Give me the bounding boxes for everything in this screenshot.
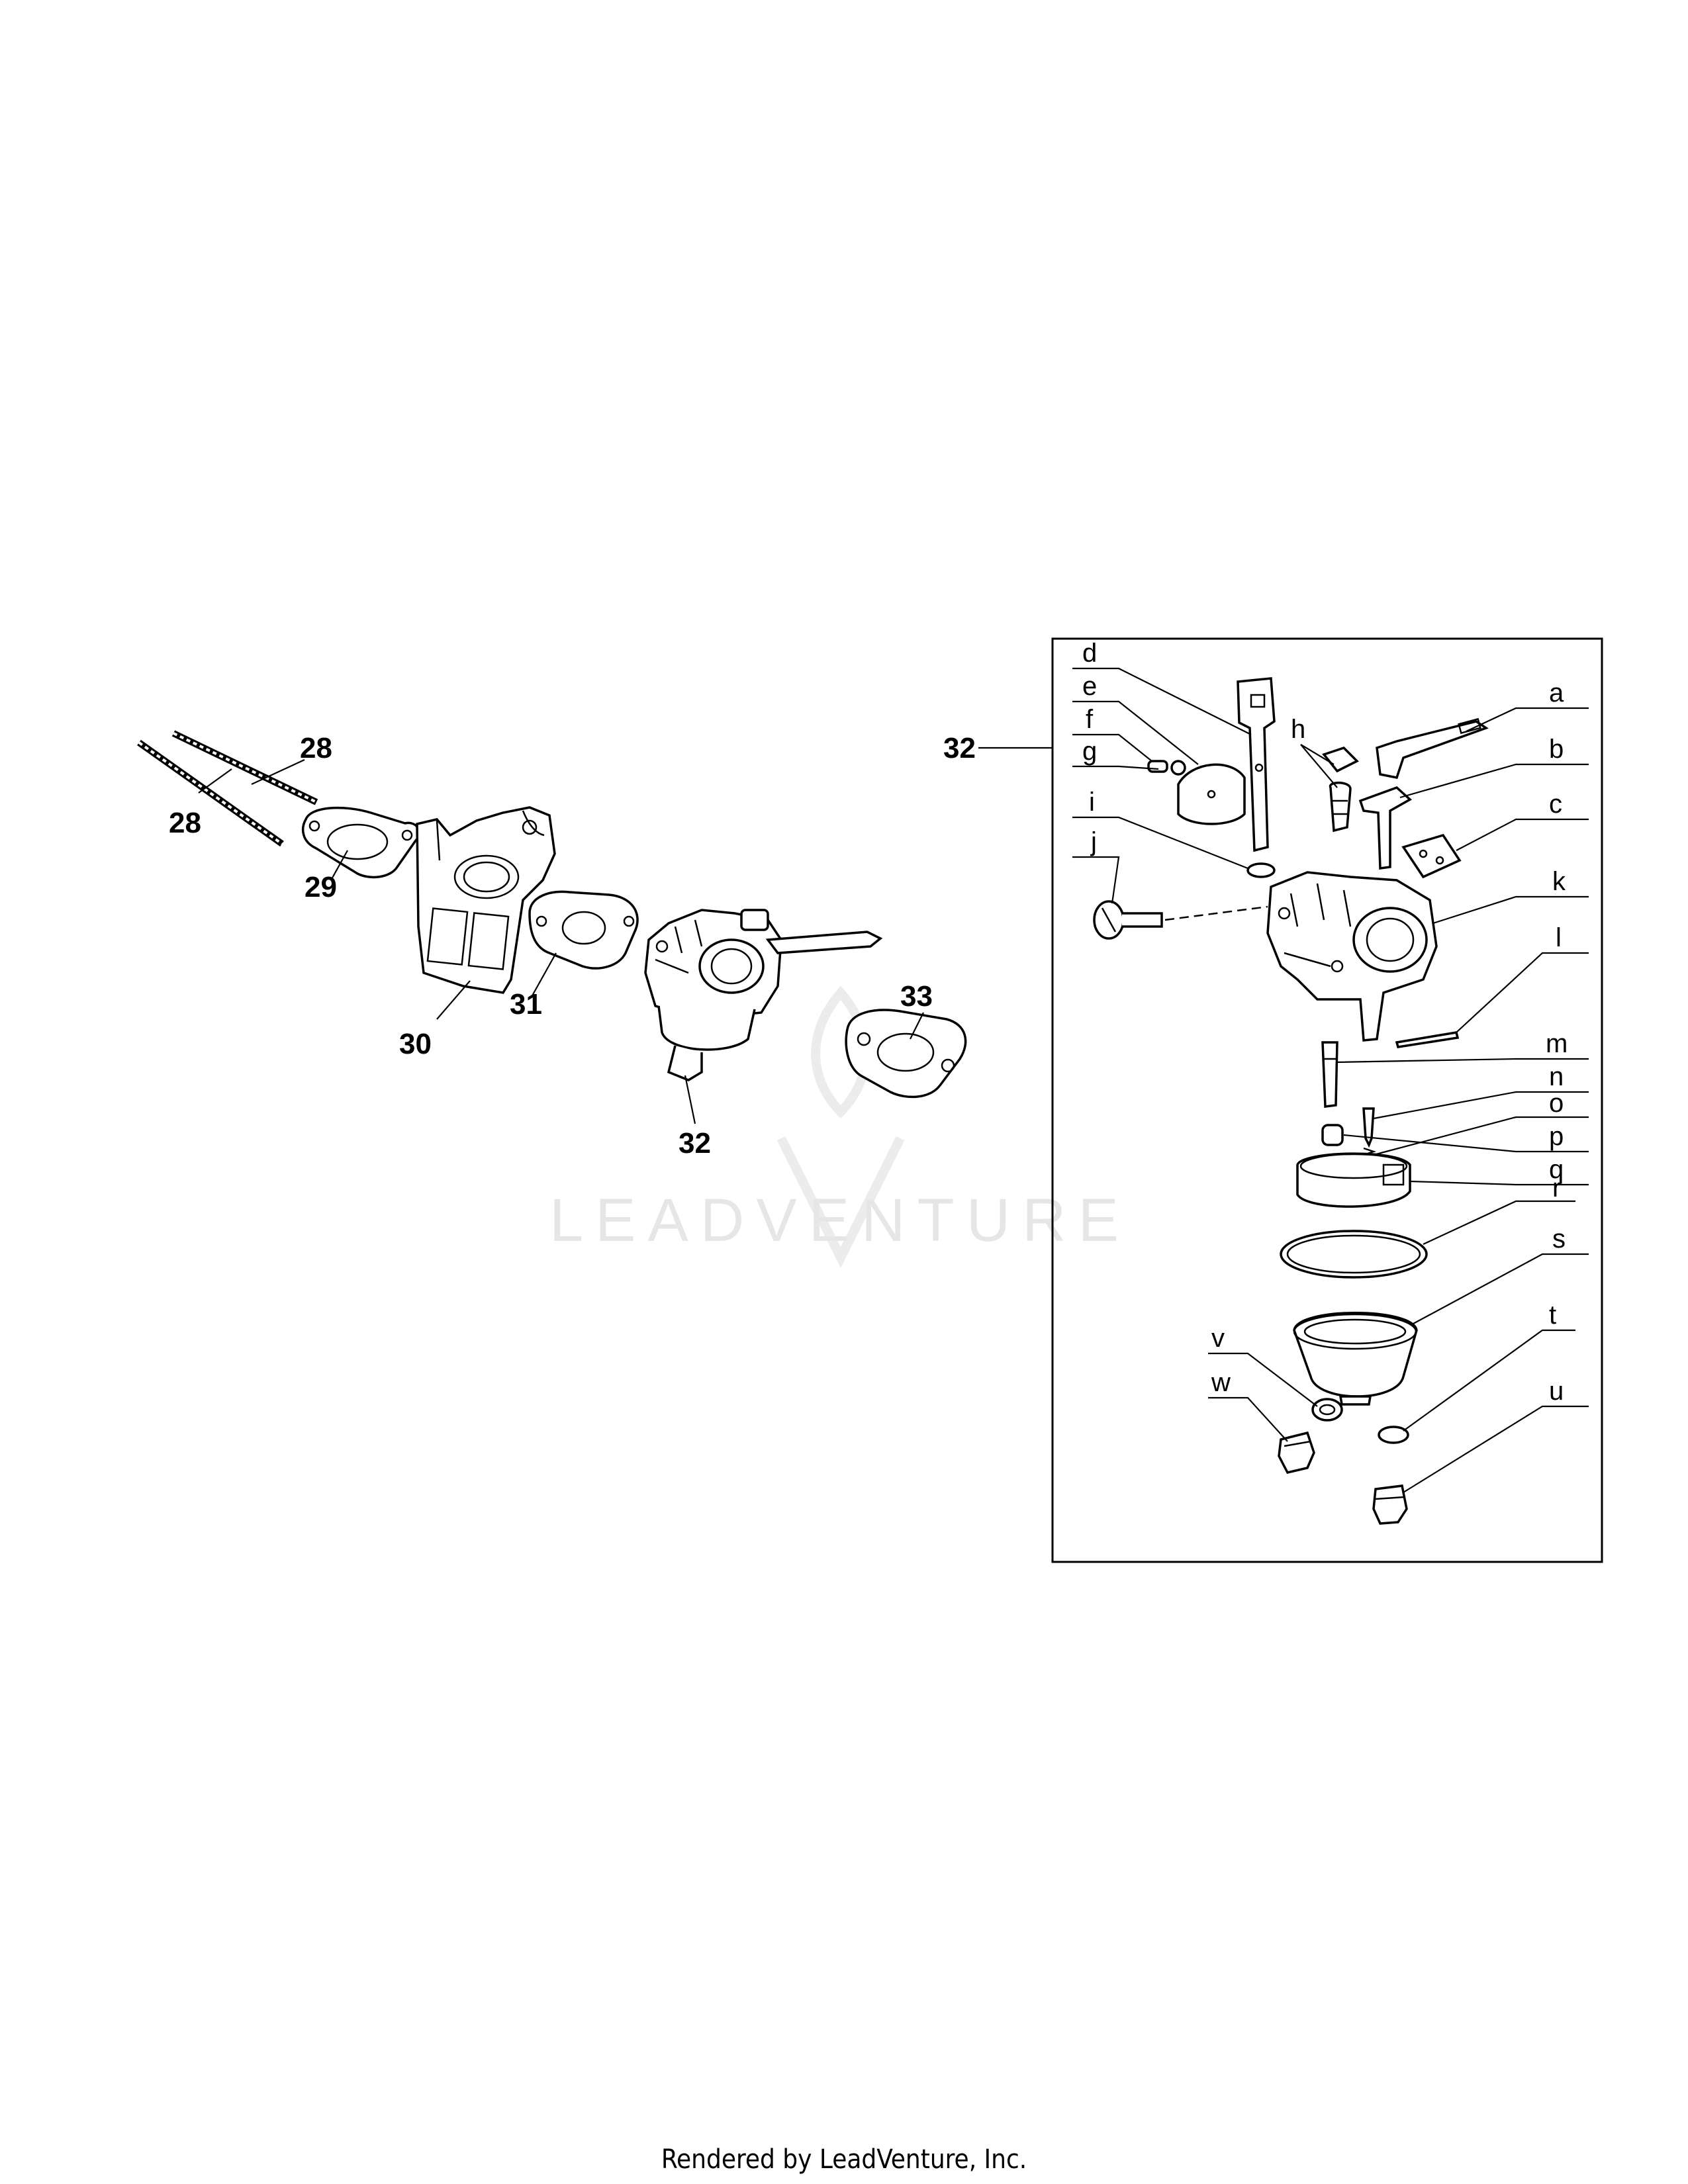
leader-j [1072,856,1120,904]
part-r [1280,1230,1428,1279]
part-w [1278,1431,1315,1475]
callout-31: 31 [510,988,542,1021]
carburetor-32 [644,909,883,1081]
leader-28a [251,759,305,785]
leader-l [1456,952,1589,1033]
part-q [1296,1152,1411,1208]
callout-28-lower: 28 [169,807,201,839]
callout-i: i [1089,788,1095,817]
callout-v: v [1211,1324,1225,1353]
leader-s [1413,1253,1589,1324]
callout-28-upper: 28 [300,732,332,764]
part-i [1246,862,1276,878]
leader-v [1208,1352,1318,1407]
callout-g: g [1082,737,1097,766]
callout-c: c [1549,790,1562,819]
leader-t [1403,1329,1575,1432]
leader-30 [436,980,471,1020]
main-assembly: 28 28 29 30 31 32 33 [137,730,967,1160]
leader-a [1466,707,1589,732]
callout-32: 32 [679,1127,711,1160]
part-p [1321,1124,1344,1146]
callout-n: n [1549,1062,1564,1091]
watermark: LEADVENTURE [549,985,1131,1268]
callout-a: a [1549,678,1564,707]
carburetor-detail: 32 [943,637,1603,1563]
callout-r: r [1552,1173,1561,1203]
part-k [1266,871,1438,1042]
gasket-33 [845,1009,967,1099]
callout-k: k [1552,867,1566,896]
leader-32 [684,1075,696,1124]
gasket-29 [301,806,420,879]
leader-q [1409,1180,1589,1186]
part-c [1401,833,1462,879]
part-m [1321,1041,1338,1108]
callout-u: u [1549,1377,1564,1406]
callout-d: d [1082,639,1097,668]
callout-s: s [1552,1224,1566,1253]
insulator-30 [416,806,556,994]
main-leaders [198,759,924,1124]
detail-frame [1051,637,1603,1563]
callout-h: h [1291,715,1305,744]
stud-28-lower [137,739,284,847]
part-a [1376,717,1489,780]
leader-n [1373,1091,1589,1120]
callout-j: j [1090,827,1097,856]
part-f [1147,760,1168,773]
leader-28b [198,768,232,794]
leader-33 [910,1012,924,1040]
leader-d [1072,667,1252,735]
callout-w: w [1211,1368,1231,1397]
leader-h1 [1300,744,1335,765]
callout-p: p [1549,1122,1564,1151]
leader-c [1456,818,1589,851]
leader-i [1072,816,1248,870]
part-g [1170,760,1186,776]
callout-t: t [1549,1300,1556,1330]
callout-30: 30 [399,1028,432,1060]
part-h [1322,746,1359,833]
leader-e [1072,700,1199,765]
leader-m [1336,1058,1589,1064]
part-u [1372,1484,1408,1525]
leader-31 [530,952,557,999]
leader-29 [330,850,348,881]
part-l [1395,1031,1460,1048]
stud-28-upper [171,730,318,805]
callout-q: q [1549,1155,1564,1184]
part-j [1093,900,1268,940]
callout-29: 29 [305,871,337,903]
part-t [1378,1426,1409,1444]
leader-u [1403,1405,1589,1493]
callout-detail-32: 32 [943,732,976,764]
leader-w [1208,1396,1288,1442]
detail-leaders [1072,667,1589,1493]
part-v [1311,1398,1343,1422]
part-d [1237,677,1276,852]
callout-m: m [1546,1029,1568,1058]
leader-p [1343,1134,1589,1153]
callout-e: e [1082,672,1097,701]
callout-b: b [1549,735,1564,764]
part-s [1293,1312,1418,1406]
part-n [1362,1107,1375,1148]
callout-33: 33 [900,980,933,1013]
leader-k [1432,895,1589,925]
callout-l: l [1556,923,1562,952]
gasket-31 [528,890,639,970]
watermark-text: LEADVENTURE [549,1187,1131,1254]
leader-b [1399,763,1589,799]
callout-f: f [1086,705,1094,734]
part-e [1177,763,1246,825]
callout-o: o [1549,1089,1564,1118]
leader-r [1423,1200,1575,1245]
leader-g [1072,765,1159,770]
footer-credit: Rendered by LeadVenture, Inc. [661,2144,1027,2175]
leader-h2 [1300,744,1338,788]
leader-f [1072,733,1152,762]
part-b [1358,786,1412,870]
